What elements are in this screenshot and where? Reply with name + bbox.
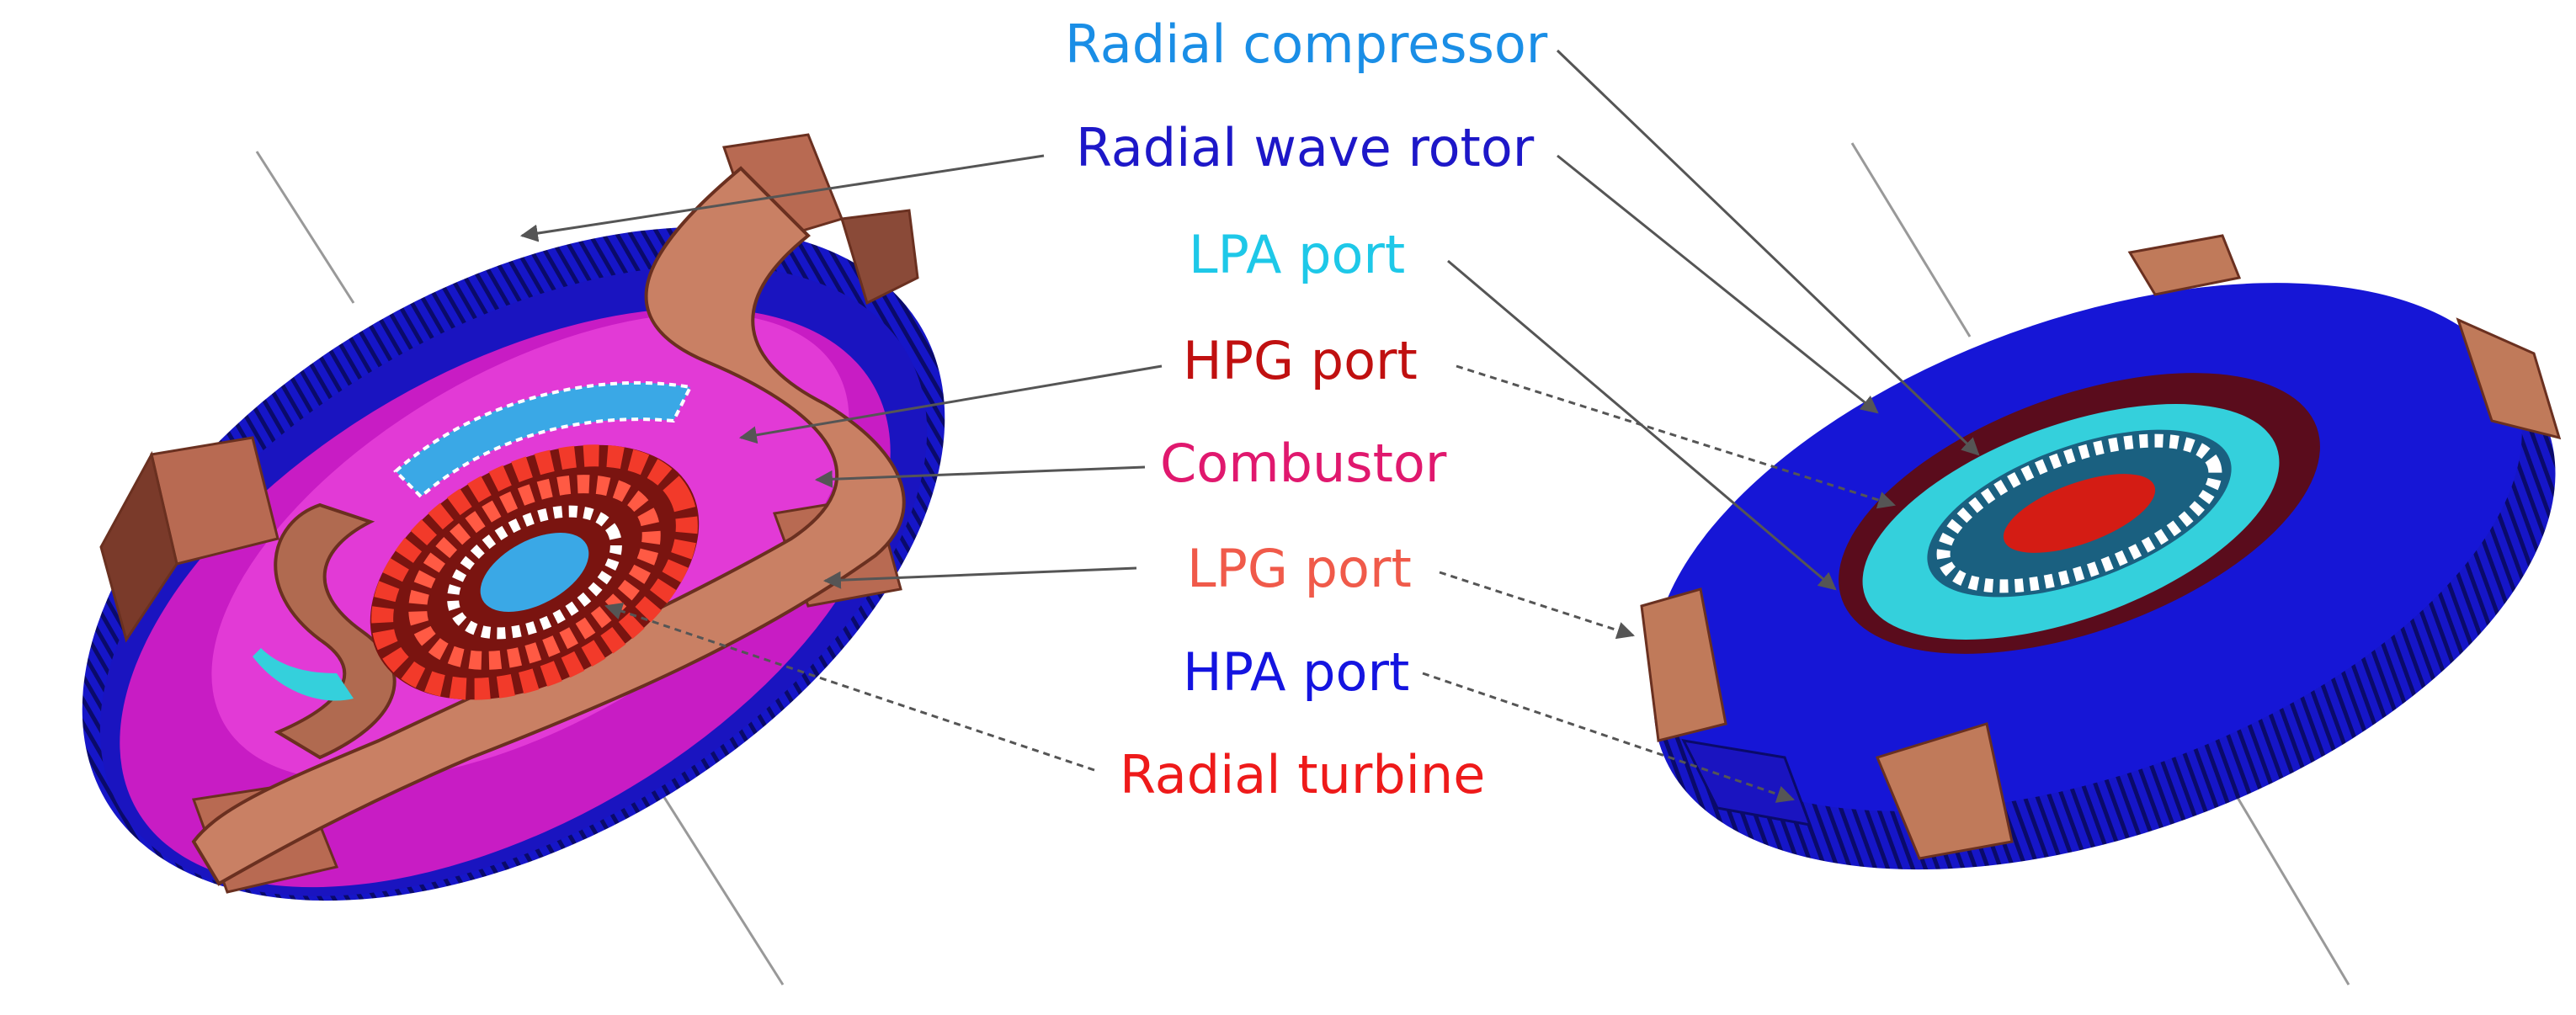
leader-lpg-port-left <box>822 566 1137 589</box>
label-hpa-port: HPA port <box>1183 641 1410 703</box>
left-port-section <box>191 166 906 886</box>
label-hpg-port: HPG port <box>1183 330 1418 391</box>
left-lpa-cyan <box>253 648 354 701</box>
leader-radial-wave-rotor-left <box>519 154 1045 242</box>
leader-radial-turbine <box>604 603 1095 772</box>
left-turbine-blades <box>371 444 698 700</box>
right-turbine-core <box>2003 474 2156 553</box>
leader-radial-wave-rotor-right <box>1557 154 1879 414</box>
label-radial-wave-rotor: Radial wave rotor <box>1076 117 1535 178</box>
label-radial-turbine: Radial turbine <box>1120 744 1486 805</box>
left-assembly <box>82 133 945 986</box>
leader-radial-compressor <box>1556 49 1980 456</box>
right-assembly <box>1640 142 2562 986</box>
right-compressor-blades <box>1936 433 2222 593</box>
left-compressor-blades <box>393 380 694 499</box>
leader-hpg-port-left <box>738 364 1163 444</box>
leader-lines <box>519 49 1980 803</box>
leader-hpg-port-right <box>1456 364 1897 509</box>
label-lpa-port: LPA port <box>1189 224 1406 285</box>
leader-lpg-port-right <box>1439 571 1635 640</box>
leader-combustor <box>814 465 1146 488</box>
label-lpg-port: LPG port <box>1187 538 1412 599</box>
right-axis-top <box>1850 142 1972 337</box>
right-port-blocks <box>1640 234 2562 860</box>
left-axis-top <box>255 151 355 304</box>
label-radial-compressor: Radial compressor <box>1065 13 1548 75</box>
left-port-section-inner <box>274 502 397 760</box>
leader-hpa-port <box>1422 672 1795 803</box>
label-combustor: Combustor <box>1160 433 1447 494</box>
